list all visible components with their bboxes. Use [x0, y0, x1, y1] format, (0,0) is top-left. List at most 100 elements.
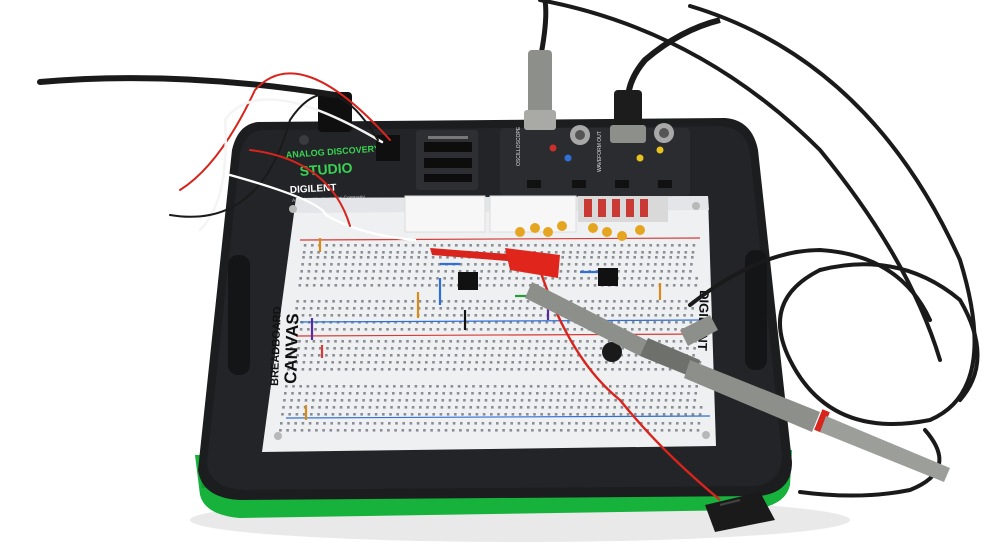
breadboard-hole [527, 244, 530, 247]
breadboard-hole [552, 429, 556, 432]
breadboard-hole [514, 284, 518, 287]
breadboard-hole [310, 251, 313, 254]
breadboard-hole [428, 284, 431, 287]
breadboard-hole [584, 300, 587, 303]
breadboard-hole [435, 392, 438, 395]
breadboard-hole [586, 340, 589, 343]
breadboard-hole [487, 270, 491, 273]
breadboard-hole [594, 385, 598, 388]
bnc-cable-w1[interactable] [610, 17, 721, 143]
breadboard-hole [301, 314, 305, 317]
scope-switch-1[interactable] [527, 180, 541, 188]
breadboard-hole [336, 270, 339, 273]
breadboard-hole [440, 406, 444, 409]
breadboard-hole [311, 347, 315, 350]
breadboard-hole [589, 422, 593, 425]
breadboard-hole [691, 251, 695, 254]
breadboard-hole [354, 347, 358, 350]
breadboard-hole [396, 307, 399, 310]
breadboard-hole [297, 347, 300, 350]
breadboard-hole [423, 321, 426, 324]
breadboard-hole [475, 413, 479, 416]
breadboard-hole [521, 340, 524, 343]
breadboard-hole [371, 385, 374, 388]
breadboard-hole [398, 347, 401, 350]
breadboard-hole [328, 277, 331, 280]
breadboard-hole [459, 321, 462, 324]
breadboard-hole [676, 422, 679, 425]
breadboard-hole [605, 251, 608, 254]
breadboard-hole [627, 354, 631, 357]
breadboard-hole [460, 314, 463, 317]
wave-switch-1[interactable] [615, 180, 629, 188]
breadboard-hole [567, 321, 570, 324]
breadboard-hole [476, 300, 479, 303]
breadboard-hole [576, 361, 579, 364]
breadboard-hole [413, 340, 416, 343]
breadboard-hole [357, 328, 360, 331]
ic-chip-2 [598, 268, 618, 286]
wavegen-label: WAVEFORM OUT [597, 131, 603, 172]
breadboard-hole [518, 307, 522, 310]
breadboard-hole [373, 314, 377, 317]
breadboard [262, 196, 716, 452]
breadboard-hole [619, 256, 622, 259]
breadboard-hole [569, 251, 572, 254]
breadboard-hole [368, 244, 372, 247]
breadboard-hole [337, 314, 341, 317]
breadboard-hole [323, 422, 326, 425]
breadboard-hole [490, 251, 493, 254]
breadboard-hole [413, 392, 417, 395]
breadboard-hole [509, 429, 513, 432]
breadboard-hole [618, 368, 621, 371]
breadboard-hole [323, 256, 327, 259]
breadboard-hole [409, 368, 413, 371]
breadboard-hole [360, 413, 363, 416]
breadboard-hole [343, 270, 347, 273]
breadboard-hole [291, 340, 294, 343]
breadboard-hole [305, 340, 308, 343]
breadboard-hole [591, 354, 595, 357]
breadboard-hole [665, 392, 669, 395]
breadboard-hole [645, 385, 648, 388]
breadboard-hole [433, 354, 436, 357]
breadboard-hole [627, 244, 631, 247]
breadboard-hole [597, 256, 600, 259]
bnc-cable-ch1[interactable] [524, 0, 556, 130]
breadboard-hole [663, 244, 667, 247]
breadboard-hole [655, 413, 659, 416]
breadboard-hole [456, 340, 460, 343]
breadboard-hole [405, 399, 409, 402]
breadboard-hole [367, 256, 370, 259]
breadboard-hole [570, 347, 574, 350]
breadboard-hole [467, 314, 470, 317]
breadboard-hole [594, 277, 598, 280]
wave-switch-2[interactable] [658, 180, 672, 188]
red-clip[interactable] [430, 248, 560, 278]
breadboard-hole [341, 392, 345, 395]
breadboard-hole [622, 392, 625, 395]
scope-switch-2[interactable] [572, 180, 586, 188]
breadboard-hole [556, 399, 560, 402]
breadboard-hole [341, 284, 345, 287]
breadboard-hole [501, 277, 504, 280]
grey-probe[interactable] [525, 282, 950, 482]
breadboard-hole [348, 284, 352, 287]
breadboard-hole [355, 399, 358, 402]
breadboard-hole [356, 392, 359, 395]
breadboard-hole [378, 277, 382, 280]
breadboard-hole [425, 300, 429, 303]
breadboard-hole [326, 399, 329, 402]
breadboard-label-line2: CANVAS [281, 313, 302, 384]
breadboard-hole [419, 347, 423, 350]
breadboard-hole [680, 392, 683, 395]
breadboard-hole [682, 263, 686, 266]
breadboard-hole [332, 354, 335, 357]
breadboard-hole [385, 385, 389, 388]
breadboard-hole [648, 413, 651, 416]
breadboard-hole [611, 368, 614, 371]
breadboard-hole [652, 385, 655, 388]
end-plug[interactable] [705, 492, 775, 532]
breadboard-hole [612, 361, 615, 364]
breadboard-hole [660, 321, 664, 324]
